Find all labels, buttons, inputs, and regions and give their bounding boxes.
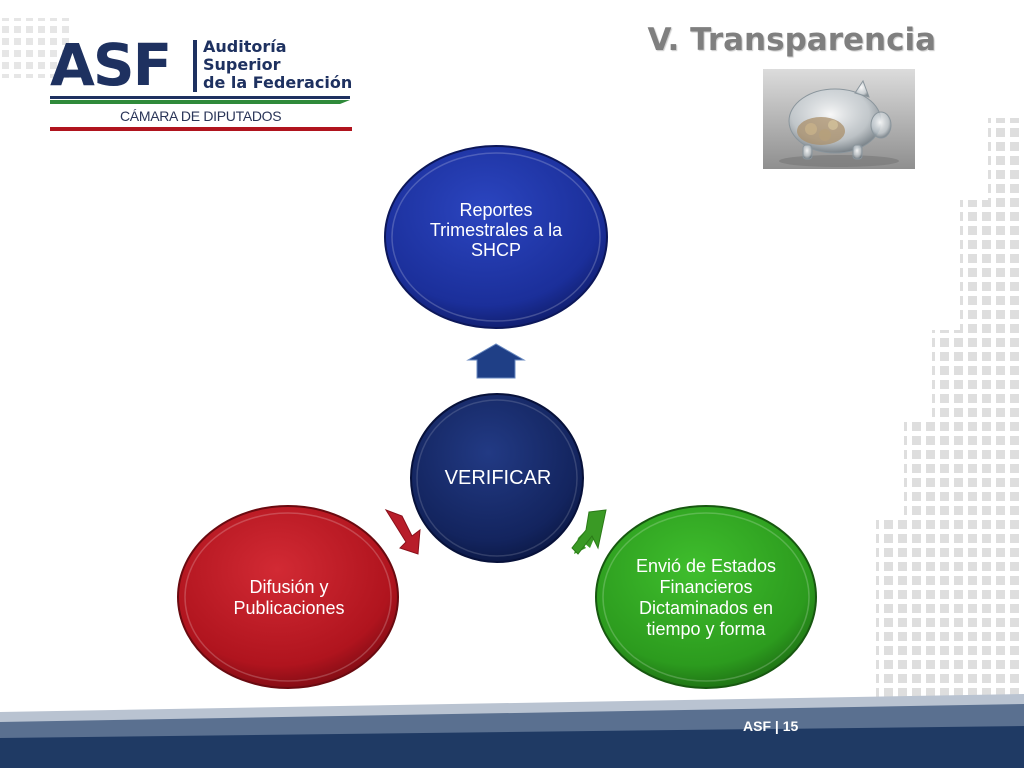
logo-line-2: Superior: [203, 55, 281, 74]
node-verificar-shape: [410, 393, 584, 563]
node-reportes-label: Reportes Trimestrales a la SHCP: [429, 200, 563, 260]
node-estados-shape: [595, 505, 817, 689]
dot-pattern-top-left: [0, 18, 70, 78]
node-verificar-label: VERIFICAR: [444, 466, 552, 489]
piggy-bank-image: [763, 69, 915, 169]
logo-rule-green: [50, 100, 350, 104]
arrow-up-icon: [466, 343, 526, 379]
logo-text: Auditoría Superior de la Federación: [203, 38, 352, 92]
dot-pattern-right-2: [960, 200, 988, 718]
node-estados-label: Envió de Estados Financieros Dictaminado…: [635, 556, 777, 639]
footer-band-dark: [0, 726, 1024, 768]
logo-line-3: de la Federación: [203, 73, 353, 92]
logo-mark: ASF: [50, 31, 172, 99]
node-difusion-label: Difusión y Publicaciones: [233, 577, 345, 618]
slide-title: V. Transparencia: [647, 22, 936, 58]
node-reportes-shape: [384, 145, 608, 329]
dot-pattern-right-4: [904, 420, 932, 718]
arrow-down-right-icon: [571, 509, 607, 555]
logo-subtitle: CÁMARA DE DIPUTADOS: [120, 108, 282, 124]
logo-line-1: Auditoría: [203, 37, 287, 56]
arrow-up-left-icon: [384, 509, 421, 555]
dot-pattern-right-5: [876, 520, 904, 718]
logo-rule-red: [50, 127, 352, 131]
slide-number: ASF | 15: [743, 718, 799, 734]
dot-pattern-right-3: [932, 330, 960, 718]
node-difusion-shape: [177, 505, 399, 689]
logo-divider: [193, 40, 197, 92]
dot-pattern-right-1: [988, 118, 1024, 718]
logo-rule-blue: [50, 96, 350, 99]
footer-band-light: [0, 694, 1024, 724]
